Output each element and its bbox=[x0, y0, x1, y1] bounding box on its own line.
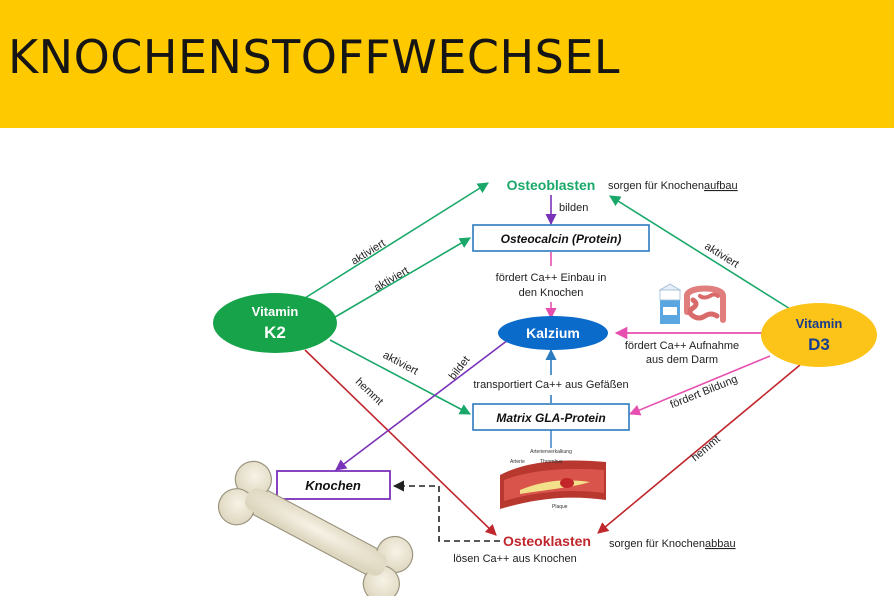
bone-picture bbox=[217, 460, 414, 596]
node-vitamin-d3 bbox=[761, 303, 877, 367]
label-foerdert-einbau-1: fördert Ca++ Einbau in bbox=[496, 272, 607, 284]
edges bbox=[304, 182, 801, 542]
vitamin-d3-line1: Vitamin bbox=[796, 316, 843, 331]
osteoblasten-note: sorgen für Knochenaufbau bbox=[608, 180, 738, 192]
label-bildet: bildet bbox=[447, 354, 473, 382]
artery-illustration: Arterienverkalkung Arterie Thrombus Plaq… bbox=[497, 449, 609, 510]
label-bilden: bilden bbox=[559, 202, 588, 214]
label-k2-aktiviert-3: aktiviert bbox=[381, 349, 420, 377]
node-osteoklasten: Osteoklasten bbox=[503, 533, 591, 549]
edge-k2-osteoklasten bbox=[304, 349, 497, 536]
node-kalzium-label: Kalzium bbox=[526, 325, 580, 341]
intestine-icon bbox=[684, 285, 726, 323]
osteoklasten-note: sorgen für Knochenabbau bbox=[609, 538, 736, 550]
artery-label-plaque: Plaque bbox=[552, 504, 568, 510]
node-osteocalcin-box bbox=[472, 224, 650, 252]
label-k2-aktiviert-2: aktiviert bbox=[372, 265, 411, 294]
node-matrix-gla-label: Matrix GLA-Protein bbox=[496, 411, 605, 425]
node-vitamin-k2 bbox=[213, 293, 337, 353]
edge-d3-osteoklasten bbox=[597, 364, 801, 534]
artery-label-thrombus: Thrombus bbox=[540, 459, 563, 465]
vitamin-k2-line1: Vitamin bbox=[252, 304, 299, 319]
label-d3-hemmt: hemmt bbox=[689, 433, 722, 464]
node-kalzium bbox=[498, 316, 608, 350]
milk-carton-icon bbox=[658, 283, 682, 324]
node-osteoblasten: Osteoblasten bbox=[507, 177, 596, 193]
label-transportiert: transportiert Ca++ aus Gefäßen bbox=[473, 379, 628, 391]
label-k2-hemmt: hemmt bbox=[353, 376, 386, 408]
label-foerdert-einbau-2: den Knochen bbox=[519, 287, 584, 299]
page-title: KNOCHENSTOFFWECHSEL bbox=[8, 30, 621, 84]
edge-d3-osteoblasten bbox=[609, 195, 796, 313]
edge-k2-matrix-gla bbox=[329, 339, 471, 415]
vitamin-k2-line2: K2 bbox=[264, 323, 286, 342]
vitamin-d3-line2: D3 bbox=[808, 335, 830, 354]
nodes: Osteoblasten sorgen für Knochenaufbau Os… bbox=[213, 177, 877, 565]
label-k2-aktiviert-1: aktiviert bbox=[349, 237, 388, 267]
label-foerdert-aufnahme-2: aus dem Darm bbox=[646, 354, 718, 366]
edge-k2-osteocalcin bbox=[329, 237, 471, 321]
label-foerdert-aufnahme-1: fördert Ca++ Aufnahme bbox=[625, 340, 739, 352]
edge-kalzium-knochen bbox=[335, 339, 509, 471]
edge-d3-matrix-gla bbox=[628, 355, 771, 416]
osteoklasten-sub: lösen Ca++ aus Knochen bbox=[453, 553, 577, 565]
label-foerdert-bildung: fördert Bildung bbox=[668, 373, 739, 411]
node-knochen-label: Knochen bbox=[305, 478, 361, 493]
node-matrix-gla-box bbox=[472, 403, 630, 431]
edge-k2-osteoblasten bbox=[304, 182, 489, 299]
artery-label-top: Arterienverkalkung bbox=[530, 449, 572, 455]
node-knochen-box bbox=[276, 470, 391, 500]
artery-label-arterie: Arterie bbox=[510, 459, 525, 465]
edge-osteoklasten-knochen bbox=[392, 480, 500, 542]
node-osteocalcin-label: Osteocalcin (Protein) bbox=[501, 232, 622, 246]
title-banner: KNOCHENSTOFFWECHSEL bbox=[0, 0, 894, 128]
